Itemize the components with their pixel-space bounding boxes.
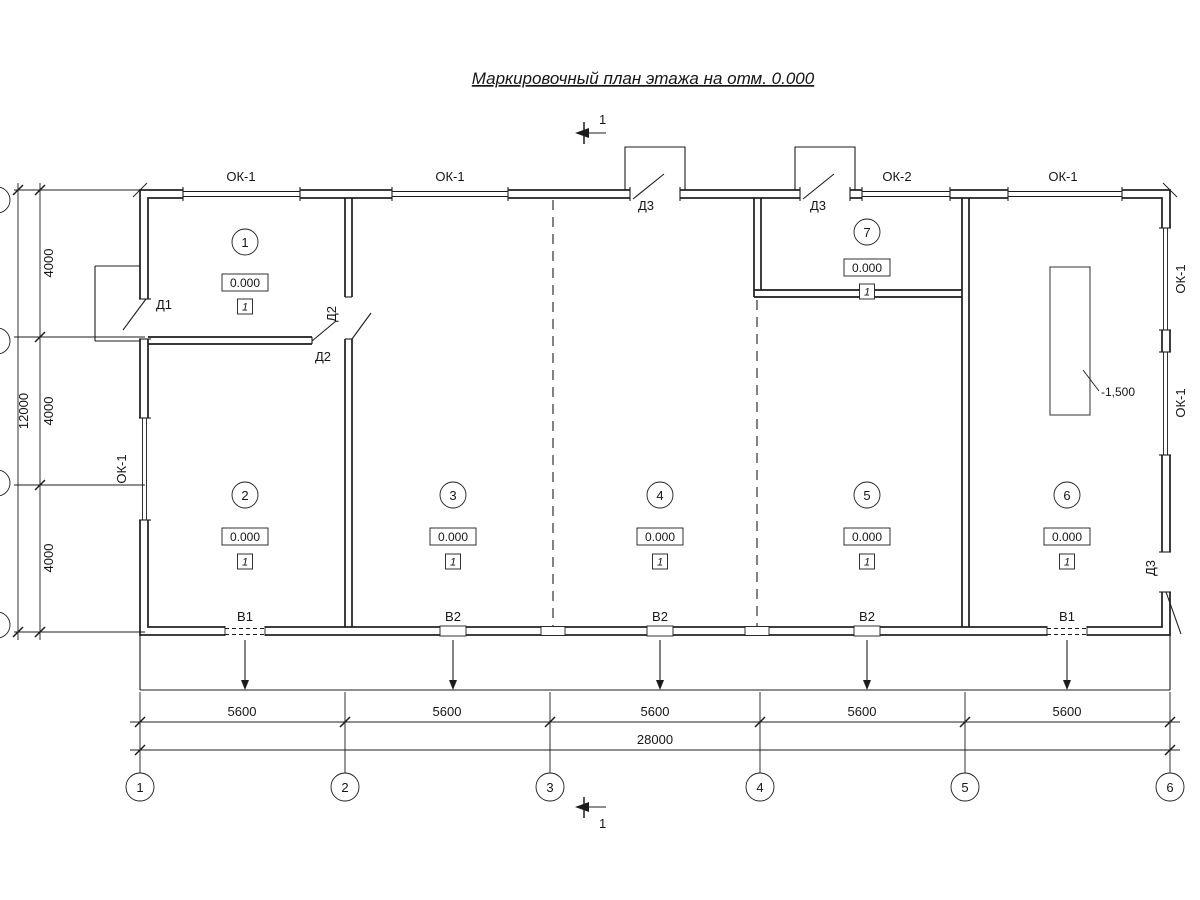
room-number: 5	[863, 488, 870, 503]
dim-bay-1: 5600	[228, 704, 257, 719]
room-number: 2	[241, 488, 248, 503]
interior-wall-room1: Д2	[148, 320, 337, 364]
room-marker-6: 6 0.000 1	[1043, 481, 1091, 570]
bottom-wall-openings	[224, 625, 1088, 637]
vestibule-top-right: Д3	[794, 146, 856, 213]
drain-arrow-5: В1	[1059, 609, 1075, 690]
drain-label-3: В2	[652, 609, 668, 624]
dim-left-1: 4000	[41, 249, 56, 278]
room-elevation: 0.000	[230, 276, 260, 290]
grid-bubble-6: 6	[1166, 780, 1173, 795]
drain-arrow-2: В2	[445, 609, 461, 690]
room-number: 3	[449, 488, 456, 503]
drain-label-2: В2	[445, 609, 461, 624]
room-finish: 1	[242, 302, 248, 314]
dim-bay-5: 5600	[1053, 704, 1082, 719]
window-label-right-1: ОК-1	[1173, 264, 1188, 293]
door-label-d1: Д1	[156, 297, 172, 312]
pit-elevation-label: -1,500	[1101, 385, 1135, 399]
door-label-d2-horizontal: Д2	[315, 349, 331, 364]
dim-bay-2: 5600	[433, 704, 462, 719]
door-label-d3-top-left: Д3	[638, 198, 654, 213]
room-finish: 1	[1064, 557, 1070, 569]
apron	[139, 635, 1171, 691]
drain-label-4: В2	[859, 609, 875, 624]
bottom-dimensions: 5600 5600 5600 5600 5600 28000	[130, 692, 1180, 773]
grid-bubbles: 1 2 3 4 5 6	[125, 772, 1185, 802]
room-finish: 1	[242, 557, 248, 569]
dim-bay-3: 5600	[641, 704, 670, 719]
drawing-title: Маркировочный план этажа на отм. 0.000	[472, 69, 815, 88]
window-label-top-4: ОК-1	[1048, 169, 1077, 184]
dashed-partitions	[552, 200, 758, 626]
room-marker-1: 1 0.000 1	[221, 228, 269, 315]
pit: -1,500	[1049, 266, 1135, 416]
drain-arrow-1: В1	[237, 609, 253, 690]
room-marker-4: 4 0.000 1	[636, 481, 684, 570]
room-marker-5: 5 0.000 1	[843, 481, 891, 570]
window-label-right-2: ОК-1	[1173, 388, 1188, 417]
door-label-d3-top-right: Д3	[810, 198, 826, 213]
window-label-top-3: ОК-2	[882, 169, 911, 184]
room-marker-7: 7 0.000 1	[843, 218, 891, 300]
interior-wall-grid2: Д2	[324, 198, 372, 627]
grid-bubble-1: 1	[136, 780, 143, 795]
grid-bubble-2: 2	[341, 780, 348, 795]
grid-bubble-4: 4	[756, 780, 763, 795]
drain-arrow-4: В2	[859, 609, 875, 690]
room-elevation: 0.000	[852, 261, 882, 275]
room-elevation: 0.000	[438, 530, 468, 544]
room-finish: 1	[450, 557, 456, 569]
window-label-left: ОК-1	[114, 454, 129, 483]
room-elevation: 0.000	[1052, 530, 1082, 544]
room-number: 4	[656, 488, 663, 503]
window-left: ОК-1	[114, 417, 151, 521]
drain-arrow-3: В2	[652, 609, 668, 690]
drain-label-1: В1	[237, 609, 253, 624]
dim-left-2: 4000	[41, 397, 56, 426]
room-marker-2: 2 0.000 1	[221, 481, 269, 570]
porch-left: Д1	[94, 265, 172, 342]
room-elevation: 0.000	[852, 530, 882, 544]
dim-left-total: 12000	[16, 393, 31, 429]
section-mark-top: 1	[575, 112, 606, 144]
room-finish: 1	[657, 557, 663, 569]
dim-total: 28000	[637, 732, 673, 747]
dim-bay-4: 5600	[848, 704, 877, 719]
door-d3-right: Д3	[1143, 551, 1182, 635]
windows-right: ОК-1 ОК-1	[1159, 227, 1188, 456]
drain-label-5: В1	[1059, 609, 1075, 624]
interior-wall-grid5	[961, 198, 970, 627]
room-elevation: 0.000	[230, 530, 260, 544]
door-label-d2-vertical: Д2	[324, 306, 339, 322]
room7-walls	[753, 198, 962, 298]
dim-left-3: 4000	[41, 544, 56, 573]
window-label-top-2: ОК-1	[435, 169, 464, 184]
door-label-d3-right: Д3	[1143, 560, 1158, 576]
room-elevation: 0.000	[645, 530, 675, 544]
drain-arrows: В1 В2 В2 В2 В1	[237, 609, 1075, 690]
grid-bubble-5: 5	[961, 780, 968, 795]
room-finish: 1	[864, 557, 870, 569]
windows-top: ОК-1 ОК-1 ОК-2 ОК-1	[182, 169, 1123, 201]
left-dimensions: 4000 4000 4000 12000	[0, 183, 145, 640]
room-finish: 1	[864, 287, 870, 299]
room-marker-3: 3 0.000 1	[429, 481, 477, 570]
section-bottom-label: 1	[599, 816, 606, 831]
room-number: 6	[1063, 488, 1070, 503]
vestibule-top-left: Д3	[624, 146, 686, 213]
section-mark-bottom: 1	[575, 797, 606, 831]
window-label-top-1: ОК-1	[226, 169, 255, 184]
room-number: 1	[241, 235, 248, 250]
section-top-label: 1	[599, 112, 606, 127]
room-number: 7	[863, 225, 870, 240]
grid-bubble-3: 3	[546, 780, 553, 795]
